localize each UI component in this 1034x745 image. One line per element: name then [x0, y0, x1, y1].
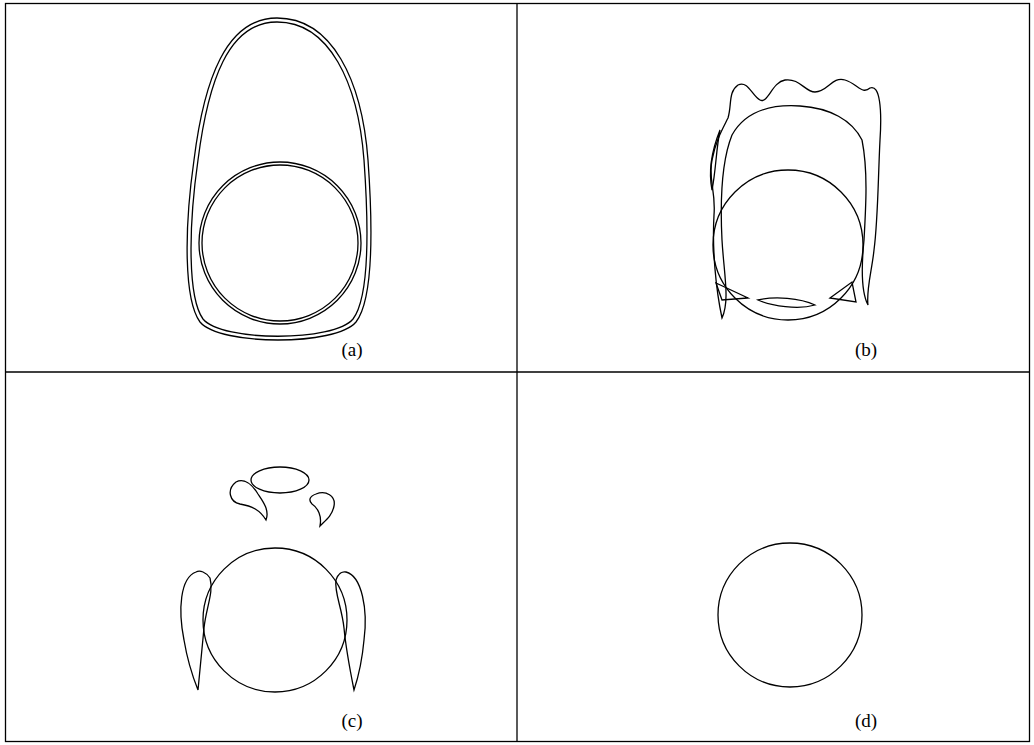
panel-label: (a): [339, 339, 364, 361]
panel-label: (d): [853, 710, 879, 732]
contour-fragment: [758, 298, 815, 307]
contour-fragment: [336, 572, 366, 690]
egg-contour: [187, 18, 371, 340]
contour-fragment: [710, 130, 720, 190]
contour-fragment: [230, 481, 267, 520]
panel-label: (c): [339, 710, 364, 732]
circle-object: [713, 170, 863, 320]
circle-object: [718, 543, 862, 687]
contour-fragment: [310, 493, 334, 526]
contour-fragment: [251, 467, 309, 493]
circle-object: [203, 548, 347, 692]
egg-contour: [191, 22, 367, 336]
evolving-contour: [711, 79, 881, 318]
contour-fragment: [716, 283, 748, 300]
contour-fragment: [181, 571, 211, 690]
panel-divider: [6, 371, 1030, 372]
contour-fragment: [830, 282, 856, 302]
circle-object: [199, 162, 361, 324]
circle-object: [202, 165, 358, 321]
panel-grid: [6, 4, 1030, 742]
panel-label: (b): [853, 339, 879, 361]
